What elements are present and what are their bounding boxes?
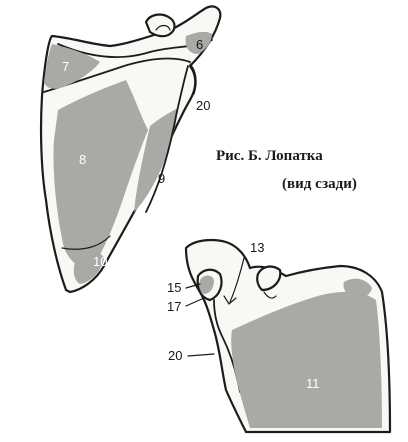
label-15: 15 (167, 280, 181, 295)
label-20-upper: 20 (196, 98, 210, 113)
scapula-glenoid-fragment (186, 240, 390, 432)
label-13: 13 (250, 240, 264, 255)
label-7: 7 (62, 59, 69, 74)
label-20-lower: 20 (168, 348, 182, 363)
label-10: 10 (93, 254, 107, 269)
leader-20-lower (188, 354, 214, 356)
acromion-top (146, 15, 175, 37)
label-6: 6 (196, 37, 203, 52)
label-11: 11 (306, 376, 320, 391)
label-17: 17 (167, 299, 181, 314)
label-8: 8 (79, 152, 86, 167)
label-9: 9 (158, 171, 165, 186)
figure-caption-subtitle: (вид сзади) (282, 176, 357, 193)
figure-caption-title: Рис. Б. Лопатка (216, 148, 323, 165)
leader-17 (186, 298, 204, 306)
